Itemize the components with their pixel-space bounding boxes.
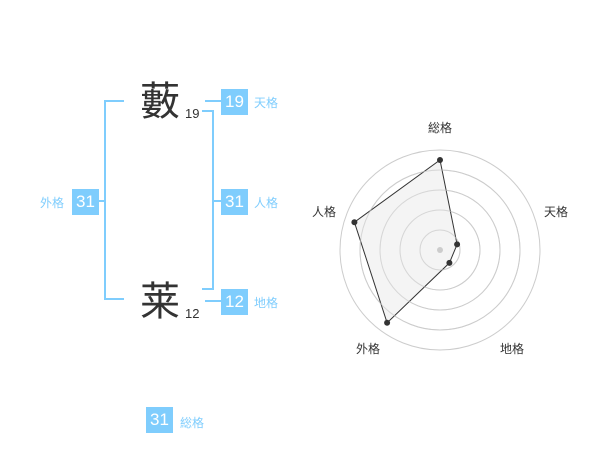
radar-data-point (351, 219, 358, 226)
chikaku-label: 地格 (254, 296, 279, 310)
gaikaku-bracket-bottom (104, 298, 124, 300)
jinkaku-bracket-bottom (202, 288, 214, 290)
radar-data-point (437, 157, 443, 163)
radar-axis-label: 地格 (500, 342, 525, 356)
radar-data-point (454, 241, 461, 248)
tenkaku-value: 19 (221, 89, 248, 115)
soukaku-value: 31 (146, 407, 173, 433)
radar-ring-overlay (379, 189, 501, 311)
given-name-character: 莱 (140, 279, 180, 325)
jinkaku-label: 人格 (254, 196, 279, 210)
radar-axis-label: 外格 (356, 342, 381, 356)
gaikaku-bracket-vertical (104, 100, 106, 300)
radar-axis-label: 総格 (428, 121, 453, 135)
gaikaku-label: 外格 (40, 196, 65, 210)
chikaku-connector (205, 300, 221, 302)
surname-stroke-count: 19 (185, 106, 200, 121)
surname-character: 藪 (140, 79, 180, 125)
chikaku-value: 12 (221, 289, 248, 315)
radar-axis-label: 人格 (312, 205, 337, 219)
jinkaku-connector (212, 200, 221, 202)
radar-data-point (384, 319, 391, 326)
gaikaku-value: 31 (72, 189, 99, 215)
radar-center-dot (437, 247, 443, 253)
radar-data-point (446, 259, 453, 266)
radar-series-area (353, 159, 458, 324)
radar-ring-overlay (359, 169, 521, 331)
gaikaku-bracket-top (104, 100, 124, 102)
soukaku-label: 総格 (180, 416, 205, 430)
radar-ring-overlay (399, 209, 481, 291)
tenkaku-connector (205, 100, 221, 102)
gaikaku-connector (99, 200, 105, 202)
jinkaku-bracket-top (202, 110, 214, 112)
given-name-stroke-count: 12 (185, 306, 200, 321)
radar-ring-overlay (419, 229, 461, 271)
jinkaku-value: 31 (221, 189, 248, 215)
tenkaku-label: 天格 (254, 96, 279, 110)
radar-axis-label: 天格 (544, 205, 569, 219)
